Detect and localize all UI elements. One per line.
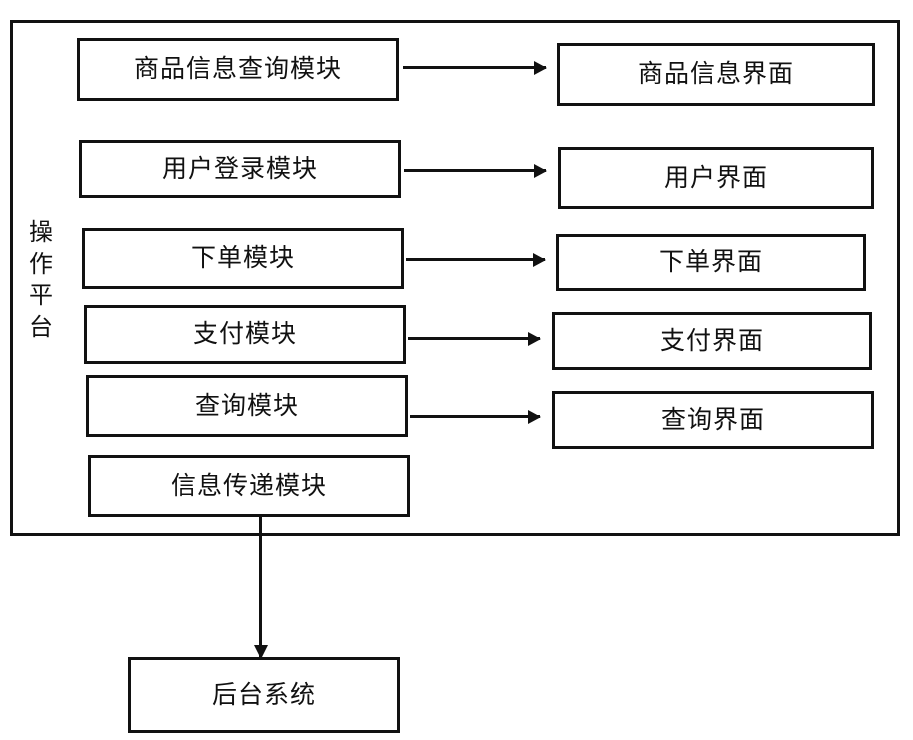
module-label: 用户登录模块 xyxy=(161,155,318,183)
operation-platform-label: 操 作 平 台 xyxy=(29,220,53,342)
module-label: 信息传递模块 xyxy=(170,472,327,500)
interface-box-user[interactable]: 用户界面 xyxy=(558,147,874,209)
arrow-query-to-query-interface xyxy=(410,415,540,418)
interface-label: 查询界面 xyxy=(660,406,765,434)
interface-label: 商品信息界面 xyxy=(637,61,794,88)
module-label: 商品信息查询模块 xyxy=(133,56,342,83)
module-label: 查询模块 xyxy=(194,392,299,420)
operation-platform-container xyxy=(10,20,900,536)
interface-label: 支付界面 xyxy=(659,327,764,355)
interface-label: 下单界面 xyxy=(658,249,763,276)
arrow-place-order-to-place-order-interface xyxy=(406,258,545,261)
module-box-message-transfer[interactable]: 信息传递模块 xyxy=(88,455,410,517)
module-label: 下单模块 xyxy=(190,245,295,272)
module-label: 支付模块 xyxy=(192,321,297,348)
interface-label: 用户界面 xyxy=(663,164,768,192)
module-box-product-info-query[interactable]: 商品信息查询模块 xyxy=(77,38,399,101)
interface-box-payment[interactable]: 支付界面 xyxy=(552,312,872,370)
module-box-user-login[interactable]: 用户登录模块 xyxy=(79,140,401,198)
arrow-product-info-query-to-product-info-interface xyxy=(403,66,546,69)
interface-box-place-order[interactable]: 下单界面 xyxy=(556,234,866,291)
module-box-payment[interactable]: 支付模块 xyxy=(84,305,406,364)
arrow-payment-to-payment-interface xyxy=(408,337,540,340)
arrow-message-transfer-to-backend-system xyxy=(259,517,262,657)
module-box-place-order[interactable]: 下单模块 xyxy=(82,228,404,289)
backend-system-label: 后台系统 xyxy=(211,681,316,709)
module-box-query[interactable]: 查询模块 xyxy=(86,375,408,437)
backend-system-box[interactable]: 后台系统 xyxy=(128,657,400,733)
interface-box-query[interactable]: 查询界面 xyxy=(552,391,874,449)
arrow-user-login-to-user-interface xyxy=(404,169,546,172)
interface-box-product-info[interactable]: 商品信息界面 xyxy=(557,43,875,106)
